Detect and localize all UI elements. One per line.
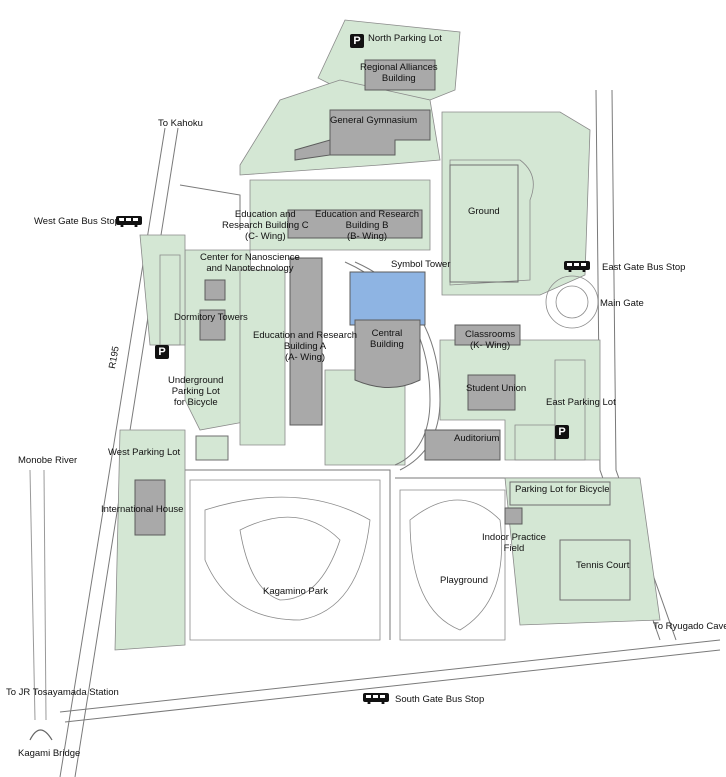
west-lawn xyxy=(114,429,186,651)
label-indoor-practice: Indoor Practice Field xyxy=(482,532,546,554)
parking-icon: P xyxy=(350,34,364,48)
ground-field xyxy=(449,159,534,286)
indoor-practice-field xyxy=(504,507,523,525)
small-court xyxy=(195,435,229,461)
international-house xyxy=(134,479,166,536)
label-east-parking: East Parking Lot xyxy=(546,397,616,408)
bus-icon xyxy=(363,693,389,704)
label-kagamino-park: Kagamino Park xyxy=(263,586,328,597)
label-student-union: Student Union xyxy=(466,383,527,394)
parking-icon: P xyxy=(155,345,169,359)
kagami-bridge-arch xyxy=(29,729,53,741)
label-south-gate-bus: South Gate Bus Stop xyxy=(395,694,485,705)
classrooms-k-wing xyxy=(454,324,521,346)
label-general-gymnasium: General Gymnasium xyxy=(330,115,418,126)
label-tennis-court: Tennis Court xyxy=(576,560,630,571)
label-main-gate: Main Gate xyxy=(600,298,644,309)
label-edu-a: Education and Research Building A (A- Wi… xyxy=(253,330,358,363)
label-nano-center: Center for Nanoscience and Nanotechnolog… xyxy=(200,252,300,274)
label-to-jr: To JR Tosayamada Station xyxy=(6,687,119,698)
central-building xyxy=(354,319,421,388)
regional-alliances-building xyxy=(364,59,436,91)
label-north-parking: North Parking Lot xyxy=(368,33,442,44)
kagamino-park-outline xyxy=(189,479,381,641)
label-east-gate-bus: East Gate Bus Stop xyxy=(602,262,686,273)
label-edu-b: Education and Research Building B (B- Wi… xyxy=(315,209,420,242)
monobe-river xyxy=(29,469,53,741)
label-to-kahoku: To Kahoku xyxy=(158,118,203,129)
label-west-parking: West Parking Lot xyxy=(108,447,181,458)
a-wing-lawn xyxy=(239,269,286,446)
bus-icon xyxy=(564,261,590,272)
bus-icon xyxy=(116,216,142,227)
tennis-court xyxy=(559,539,631,601)
parking-icon: P xyxy=(555,425,569,439)
west-parking-lot xyxy=(159,254,181,346)
label-ground: Ground xyxy=(468,206,500,217)
education-building-b xyxy=(287,209,423,239)
label-dormitory-towers: Dormitory Towers xyxy=(174,312,248,323)
nano-center xyxy=(204,279,226,301)
label-central-building: Central Building xyxy=(370,328,404,350)
buildings xyxy=(134,59,631,601)
bicycle-parking-lot xyxy=(509,481,611,506)
label-playground: Playground xyxy=(440,575,489,586)
label-symbol-tower: Symbol Tower xyxy=(391,259,451,270)
label-bicycle-parking: Parking Lot for Bicycle xyxy=(515,484,610,495)
main-gate-circle xyxy=(545,275,599,329)
west-parking-area xyxy=(139,234,186,346)
ground-track xyxy=(449,164,519,283)
label-monobe-river: Monobe River xyxy=(18,455,78,466)
label-underground-parking: Underground Parking Lot for Bicycle xyxy=(168,375,224,408)
label-auditorium: Auditorium xyxy=(454,433,500,444)
label-edu-c: Education and Research Building C (C- Wi… xyxy=(222,209,309,242)
label-regional-alliances: Regional Alliances Building xyxy=(360,62,438,84)
label-classrooms: Classrooms (K- Wing) xyxy=(465,329,516,351)
auditorium xyxy=(424,429,501,461)
playground-outline xyxy=(399,489,506,641)
label-kagami-bridge: Kagami Bridge xyxy=(18,748,81,759)
label-international-house: International House xyxy=(101,504,184,515)
student-union xyxy=(467,374,516,411)
label-west-gate-bus: West Gate Bus Stop xyxy=(34,216,120,227)
dormitory-towers xyxy=(199,309,226,341)
label-to-ryugado: To Ryugado Cave xyxy=(653,621,726,632)
education-building-a xyxy=(289,257,323,426)
central-plaza xyxy=(349,271,426,326)
